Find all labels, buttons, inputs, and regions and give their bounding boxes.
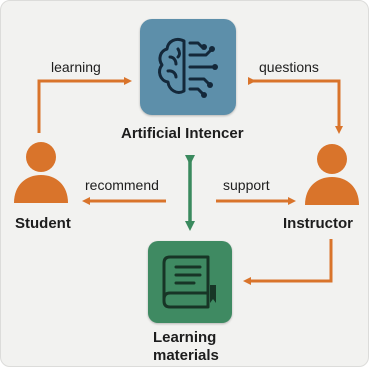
person-icon — [305, 144, 359, 205]
instructor-node — [301, 139, 363, 209]
edge-questions-arrow — [248, 77, 343, 134]
student-node-label: Student — [15, 215, 71, 232]
edge-learning-arrow — [37, 77, 132, 133]
book-icon — [162, 255, 216, 309]
brain-circuit-icon — [158, 37, 218, 98]
materials-node — [148, 241, 232, 323]
edge-label-recommend: recommend — [85, 177, 159, 193]
materials-node-label-line1: Learning — [153, 329, 217, 346]
ai-node — [140, 19, 236, 115]
edge-label-questions: questions — [259, 59, 319, 75]
edge-label-support: support — [223, 177, 270, 193]
student-node — [10, 137, 72, 207]
materials-node-label-line2: materials — [153, 347, 219, 364]
ai-node-label: Artificial Intencer — [121, 125, 244, 142]
instructor-node-label: Instructor — [283, 215, 354, 232]
person-icon — [14, 142, 68, 203]
edge-label-learning: learning — [51, 59, 101, 75]
edge-instructor-materials-arrow — [243, 239, 333, 285]
